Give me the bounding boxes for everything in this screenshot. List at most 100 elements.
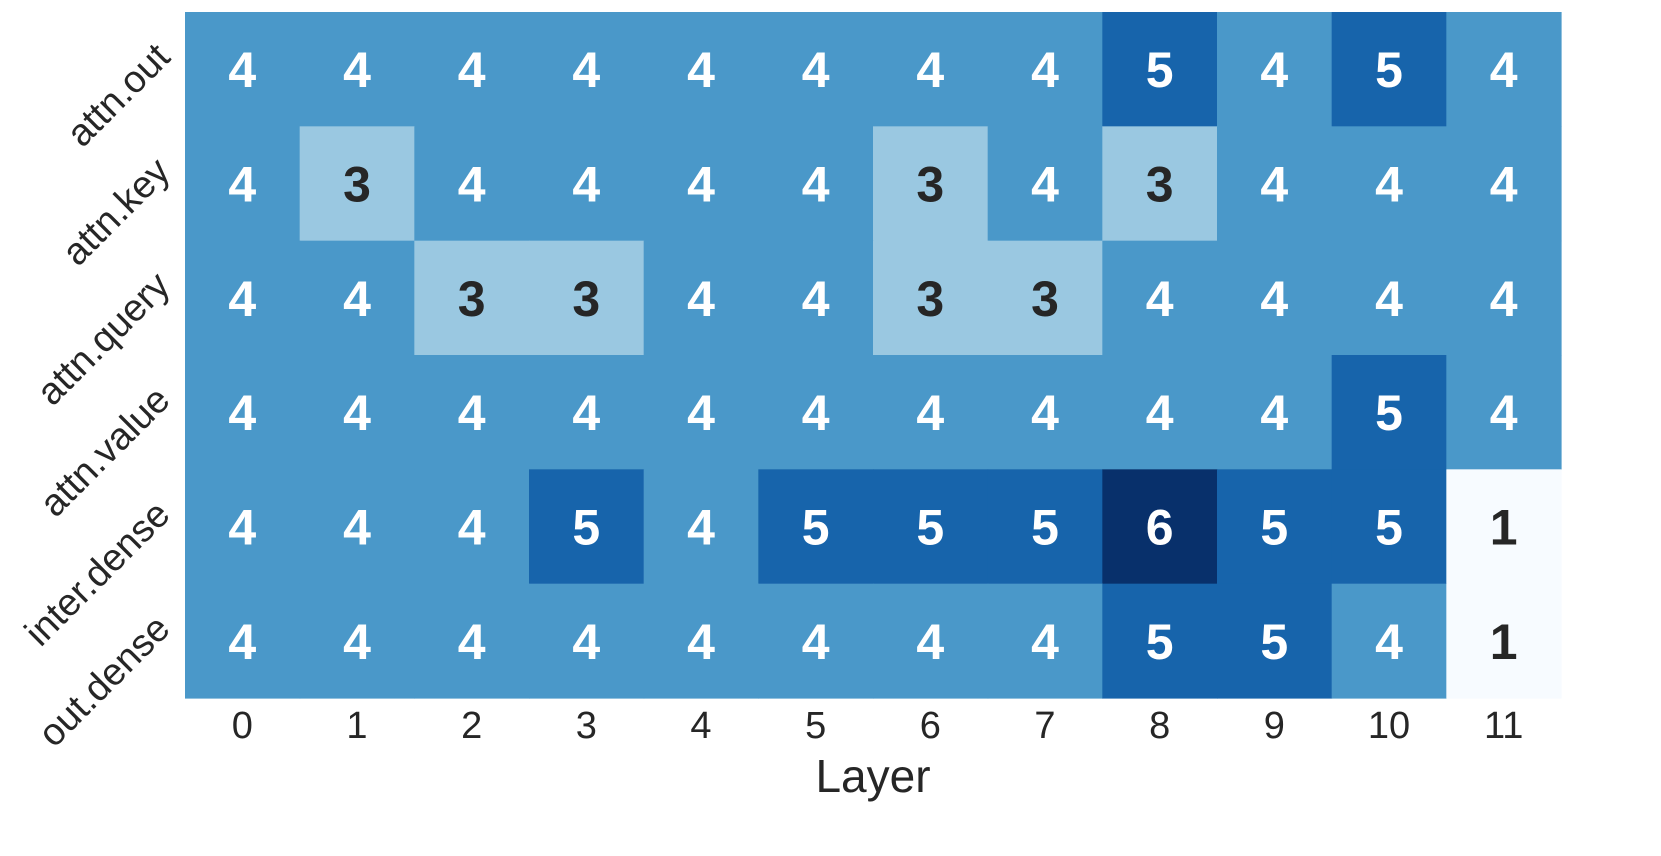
heatmap-cell [758,469,874,585]
heatmap-cell [987,583,1103,699]
x-tick-label: 9 [1264,705,1285,747]
heatmap-cell [185,240,301,356]
cell-value-label: 4 [1490,385,1518,441]
heatmap-cell [1217,583,1333,699]
heatmap-cell [873,240,989,356]
heatmap-cell [414,12,530,127]
cell-value-label: 4 [572,157,600,213]
cell-value-label: 4 [687,271,715,327]
heatmap-cell [987,12,1103,127]
cell-value-label: 4 [802,42,830,98]
cell-value-label: 4 [228,385,256,441]
cell-value-label: 4 [228,271,256,327]
cell-value-label: 4 [1260,271,1288,327]
heatmap-cell [1446,12,1562,127]
cell-value-label: 4 [802,614,830,670]
heatmap-cell [643,355,759,470]
heatmap-cell [758,126,874,242]
cell-value-label: 4 [1031,614,1059,670]
cell-value-label: 3 [1031,271,1059,327]
cell-value-label: 5 [916,500,944,556]
heatmap-cell [987,126,1103,242]
cell-value-label: 1 [1490,500,1518,556]
heatmap-cell [1217,355,1333,470]
cell-value-label: 4 [572,42,600,98]
heatmap-cell [414,126,530,242]
cell-value-label: 3 [916,271,944,327]
heatmap-cell [987,355,1103,470]
heatmap-cell [1102,469,1218,585]
heatmap-cell [758,583,874,699]
cell-value-label: 4 [916,385,944,441]
cell-value-label: 4 [1146,385,1174,441]
heatmap-cell [299,469,415,585]
x-tick-label: 2 [461,705,482,747]
x-tick-label: 7 [1034,705,1055,747]
cell-value-label: 5 [1375,42,1403,98]
cell-value-label: 4 [458,42,486,98]
heatmap-cell [185,355,301,470]
cell-value-label: 3 [916,157,944,213]
heatmap-cell [1446,240,1562,356]
cell-value-label: 4 [802,385,830,441]
heatmap-cell [643,240,759,356]
heatmap-cell [873,12,989,127]
heatmap-cell [185,12,301,127]
heatmap-cell [185,126,301,242]
heatmap-cell [987,240,1103,356]
cell-value-label: 4 [687,500,715,556]
cell-value-label: 3 [458,271,486,327]
cell-value-label: 4 [228,614,256,670]
heatmap-cell [299,12,415,127]
heatmap-cells [185,12,1562,699]
x-tick-label: 11 [1484,705,1523,747]
y-axis-ticks: attn.outattn.keyattn.queryattn.valueinte… [17,36,178,756]
cell-value-label: 4 [458,385,486,441]
heatmap-cell [987,469,1103,585]
heatmap-cell [758,240,874,356]
y-tick-label: attn.key [55,150,179,274]
heatmap-cell [529,355,645,470]
heatmap-cell [299,126,415,242]
heatmap-cell [1217,469,1333,585]
cell-value-label: 4 [228,157,256,213]
heatmap-cell [414,355,530,470]
x-tick-label: 0 [232,705,253,747]
heatmap-cell [1446,583,1562,699]
cell-value-label: 4 [343,500,371,556]
heatmap-cell [529,583,645,699]
cell-value-label: 5 [1260,500,1288,556]
heatmap-cell [1102,126,1218,242]
cell-value-label: 4 [572,614,600,670]
cell-value-label: 4 [802,271,830,327]
cell-value-label: 4 [687,42,715,98]
heatmap-cell [529,240,645,356]
cell-value-label: 4 [1375,271,1403,327]
cell-value-label: 4 [1031,42,1059,98]
cell-value-label: 4 [916,614,944,670]
cell-value-label: 4 [1260,42,1288,98]
cell-value-label: 4 [458,500,486,556]
heatmap-cell [185,583,301,699]
x-tick-label: 6 [920,705,941,747]
cell-value-label: 4 [1490,42,1518,98]
heatmap-cell [1102,240,1218,356]
heatmap-cell [1446,126,1562,242]
cell-value-label: 3 [572,271,600,327]
cell-value-label: 4 [458,614,486,670]
heatmap-cell [643,12,759,127]
cell-value-label: 4 [1490,157,1518,213]
heatmap-cell [873,355,989,470]
cell-value-label: 4 [343,42,371,98]
heatmap-cell [1446,469,1562,585]
heatmap-cell [529,469,645,585]
heatmap-cell [1331,12,1447,127]
heatmap-cell [873,583,989,699]
heatmap-cell [1331,469,1447,585]
heatmap-cell [299,240,415,356]
cell-value-label: 4 [1260,385,1288,441]
heatmap-cell [1331,355,1447,470]
heatmap-cell [1331,583,1447,699]
